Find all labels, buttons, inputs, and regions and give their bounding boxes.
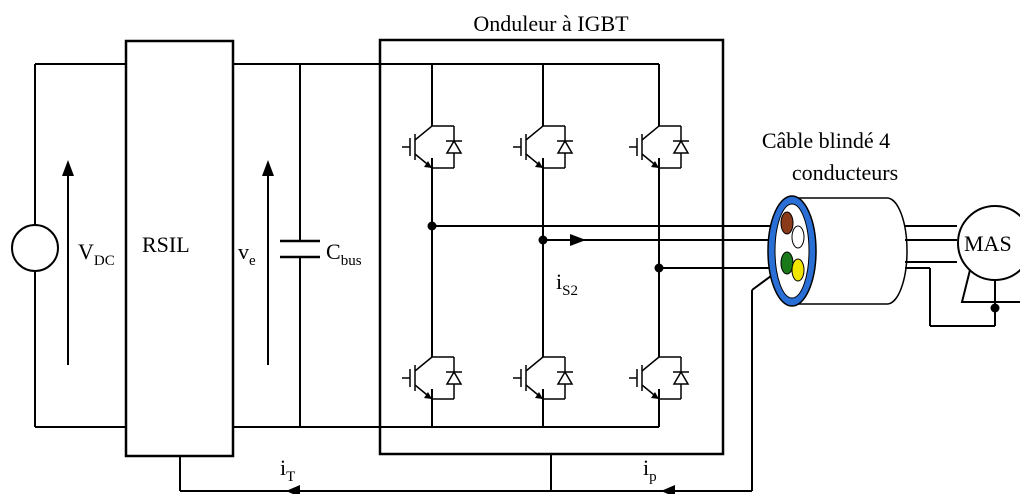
inverter-title: Onduleur à IGBT [473, 11, 629, 36]
cable-motor-wires [905, 225, 995, 327]
conductor-3 [780, 251, 794, 275]
inverter-legs [431, 64, 660, 427]
shielded-cable [767, 195, 908, 307]
phase-outputs [427, 221, 790, 273]
conductor-1 [780, 211, 794, 235]
ip-label: ip [643, 455, 657, 485]
bus-capacitor [280, 239, 320, 259]
conductor-4 [791, 258, 805, 282]
ve-arrow [262, 160, 274, 365]
vdc-arrow [62, 160, 74, 365]
is2-arrow [570, 234, 586, 246]
motor-label: MAS [964, 231, 1012, 256]
cable-title-line1: Câble blindé 4 [762, 128, 890, 153]
vdc-label: VDC [78, 239, 115, 269]
it-label: iT [280, 455, 295, 485]
induction-motor [957, 205, 1020, 326]
conductor-2 [791, 225, 805, 249]
ground-return [179, 261, 791, 494]
dc-voltage-source [11, 224, 59, 272]
is2-label: iS2 [556, 269, 578, 299]
cbus-label: Cbus [326, 239, 362, 269]
ve-label: ve [238, 239, 256, 269]
igbt-switches [401, 125, 690, 400]
rsil-box [124, 39, 235, 458]
cable-title-line2: conducteurs [792, 160, 898, 185]
rsil-label: RSIL [142, 232, 190, 257]
